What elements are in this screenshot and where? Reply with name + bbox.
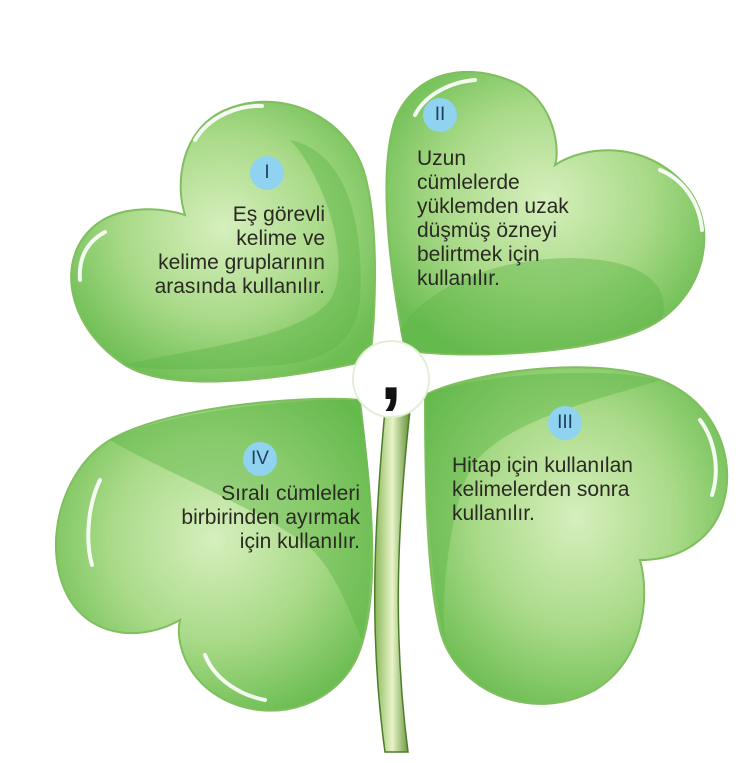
leaf-II-line: Uzun [417, 147, 467, 170]
leaf-II-number-badge: II [423, 98, 457, 132]
clover-stem [373, 409, 411, 753]
leaf-I-line: kelime ve [236, 227, 325, 250]
leaf-II-line: kullanılır. [417, 267, 500, 290]
leaf-I-line: Eş görevli [232, 203, 325, 226]
leaf-II-line: düşmüş özneyi [417, 219, 558, 242]
leaf-II-line: yüklemden uzak [417, 195, 569, 218]
leaf-IV-number-badge: IV [243, 442, 277, 476]
leaf-III-line: kullanılır. [452, 502, 535, 525]
leaf-IV-line: için kullanılır. [239, 530, 360, 553]
leaf-III-text: Hitap için kullanılan kelimelerden sonra… [452, 454, 692, 526]
leaf-II [385, 70, 706, 356]
leaf-I-line: kelime gruplarının [158, 251, 325, 274]
leaf-IV [54, 397, 374, 712]
leaf-I-number-badge: I [250, 156, 284, 190]
leaf-II-text: Uzun cümlelerde yüklemden uzak düşmüş öz… [417, 147, 637, 291]
leaf-II-line: belirtmek için [417, 243, 540, 266]
leaf-I-text: Eş görevli kelime ve kelime gruplarının … [95, 203, 325, 299]
center-circle [352, 340, 430, 418]
leaf-III [423, 366, 729, 710]
leaf-IV-text: Sıralı cümleleri birbirinden ayırmak içi… [115, 482, 360, 554]
leaf-I-line: arasında kullanılır. [154, 275, 325, 298]
leaf-IV-line: Sıralı cümleleri [221, 482, 360, 505]
leaf-II-line: cümlelerde [417, 171, 520, 194]
leaf-III-number-badge: III [548, 406, 582, 440]
leaf-III-line: Hitap için kullanılan [452, 454, 633, 477]
leaf-III-line: kelimelerden sonra [452, 478, 630, 501]
comma-symbol: , [380, 328, 402, 416]
leaf-IV-line: birbirinden ayırmak [181, 506, 360, 529]
leaf-I [70, 100, 376, 383]
